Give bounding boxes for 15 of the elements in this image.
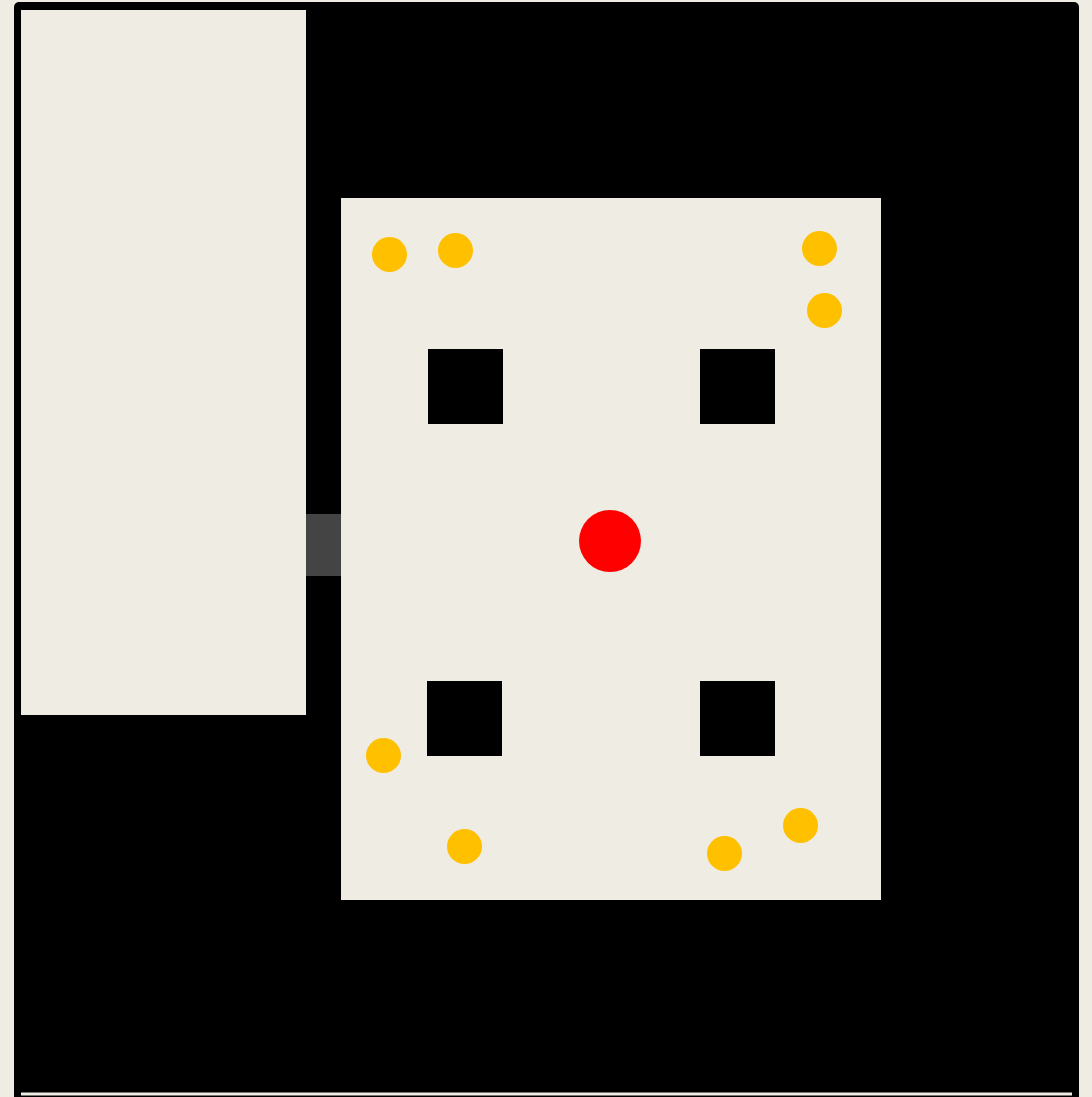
marker-dot bbox=[372, 237, 407, 272]
marker-dot bbox=[807, 293, 842, 328]
square-block bbox=[427, 681, 502, 756]
marker-dot bbox=[802, 231, 837, 266]
floor-panel bbox=[341, 198, 881, 900]
marker-dot bbox=[707, 836, 742, 871]
floor-panel bbox=[21, 10, 306, 715]
square-block bbox=[428, 349, 503, 424]
square-block bbox=[700, 681, 775, 756]
marker-dot bbox=[366, 738, 401, 773]
marker-dot bbox=[783, 808, 818, 843]
marker-dot bbox=[438, 233, 473, 268]
square-block bbox=[700, 349, 775, 424]
passage-bar bbox=[306, 514, 341, 576]
marker-dot bbox=[447, 829, 482, 864]
